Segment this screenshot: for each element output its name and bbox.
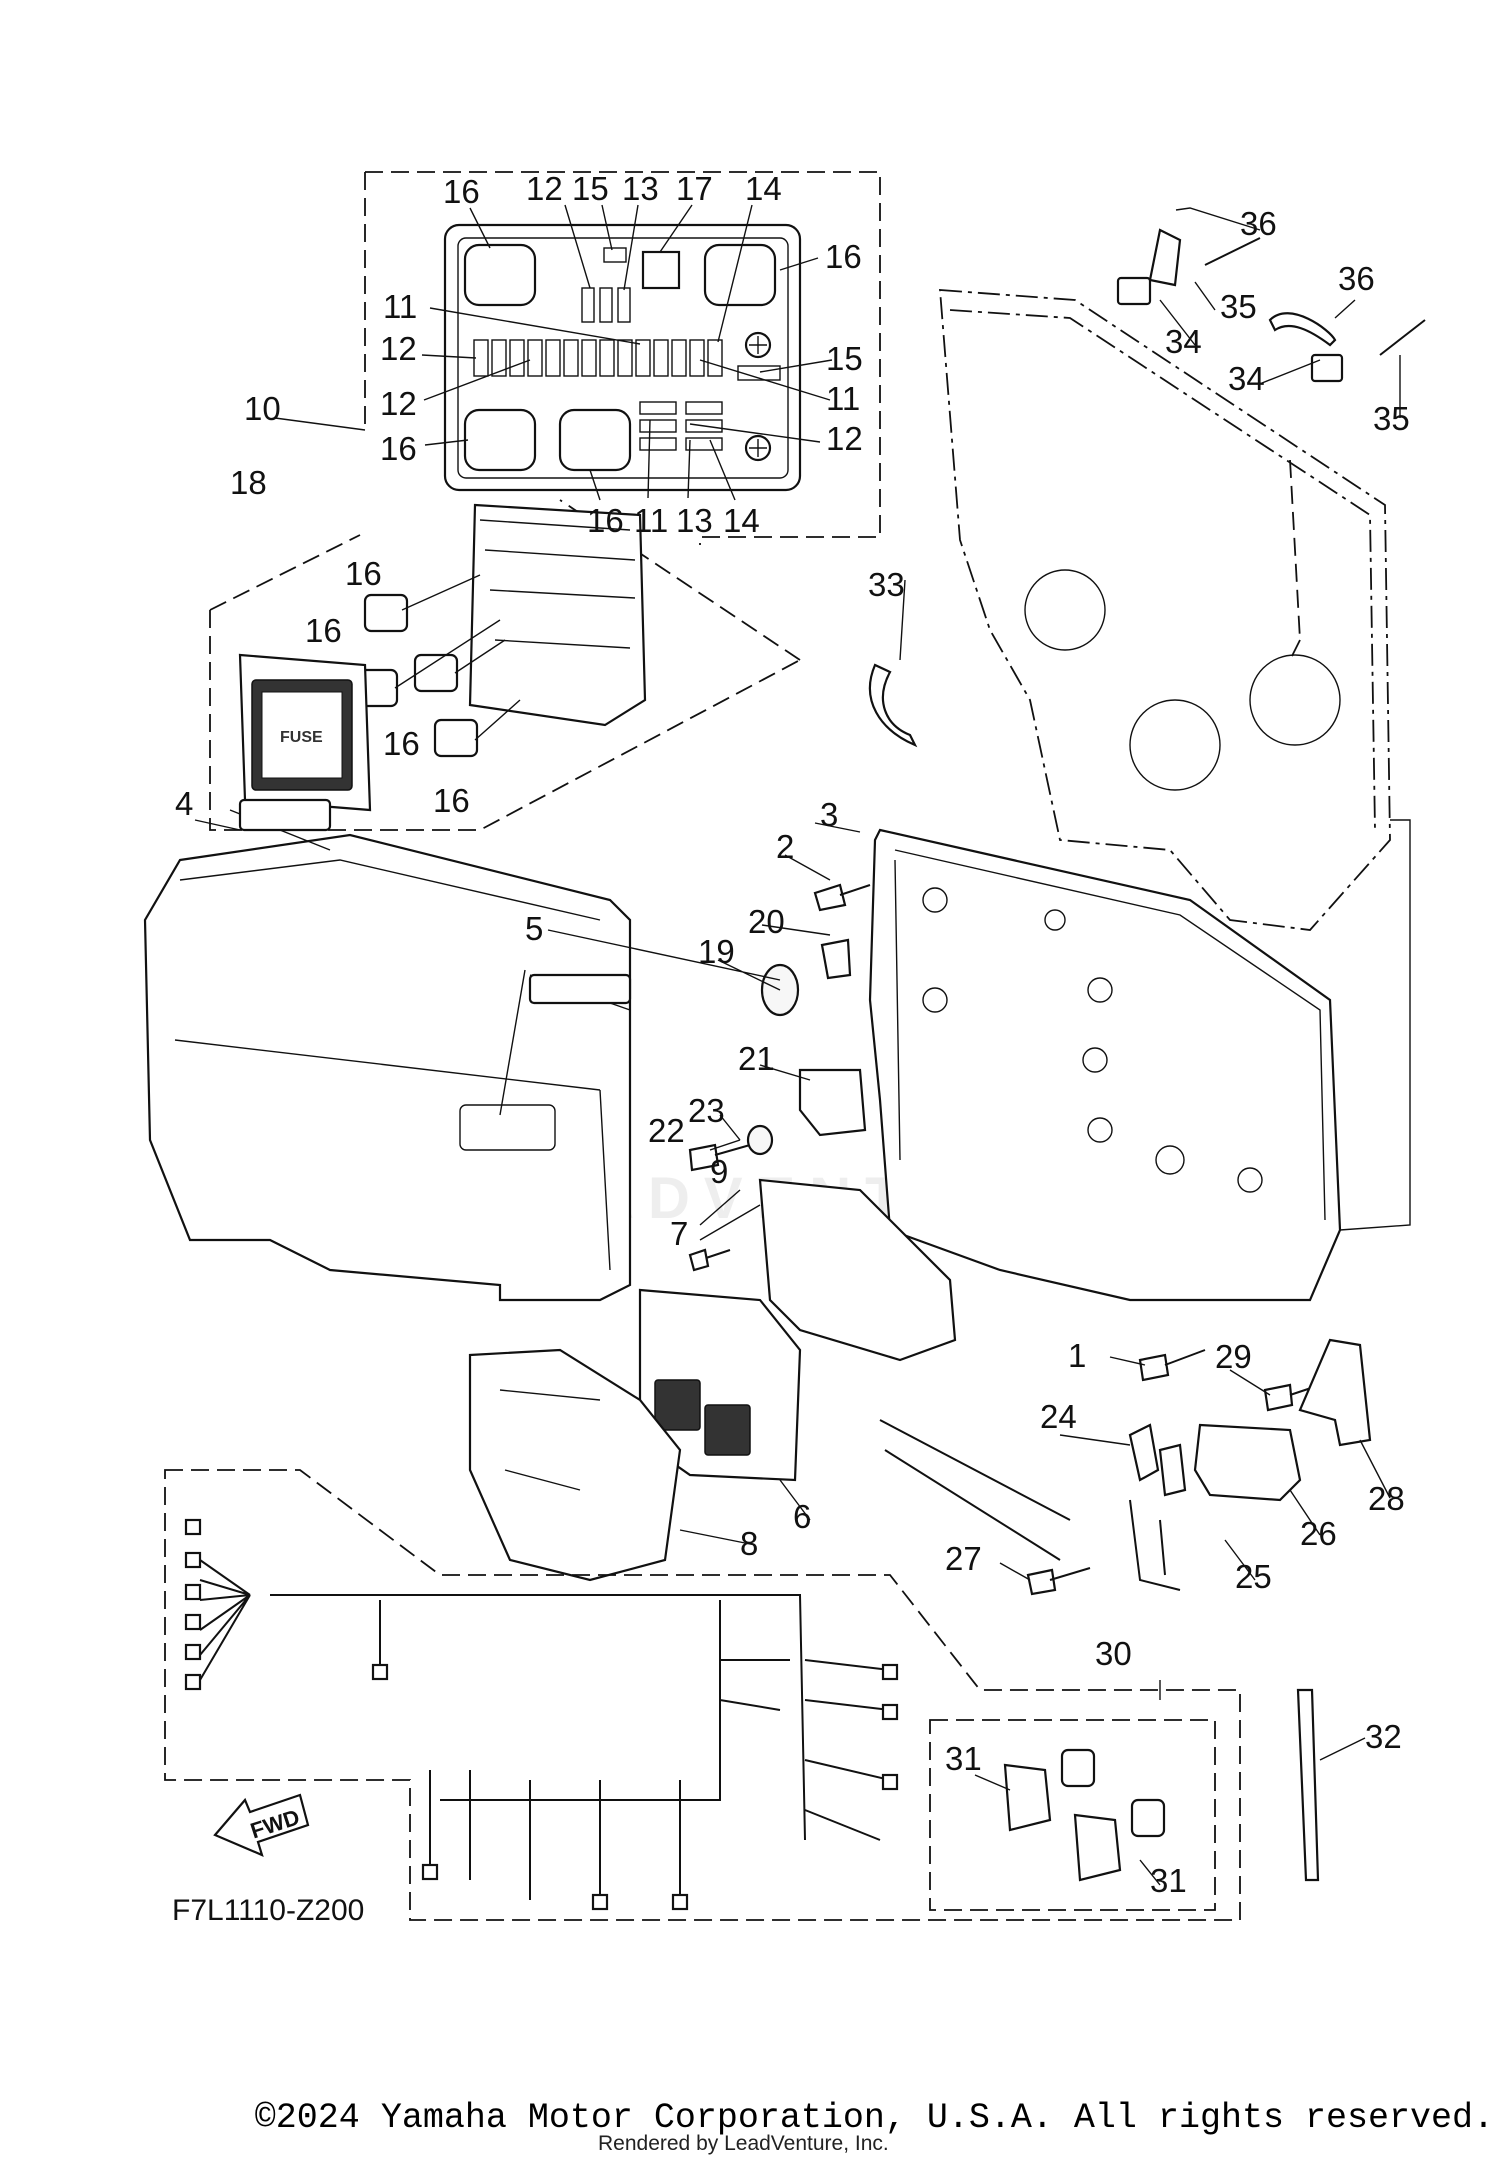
callout-label: 33 <box>868 566 905 603</box>
callout-label: 16 <box>305 612 342 649</box>
callout-label: 12 <box>526 170 563 207</box>
callout-label: 12 <box>380 385 417 422</box>
back-panel <box>939 289 1411 1231</box>
callout-label: 2 <box>776 828 794 865</box>
callout-label: 13 <box>676 502 713 539</box>
relay-16-bottom-left <box>463 408 537 472</box>
callout-label: 35 <box>1373 400 1410 437</box>
callout-label: 15 <box>572 170 609 207</box>
wire-harness <box>164 1469 1241 1921</box>
callout-label: 27 <box>945 1540 982 1577</box>
base-plate <box>868 828 1342 1302</box>
fuse-box-detail <box>274 171 881 545</box>
fwd-arrow: FWD <box>213 1793 310 1857</box>
callout-label: 12 <box>826 420 863 457</box>
callouts: 16 12 15 13 17 14 16 11 12 15 10 12 11 1… <box>175 170 1410 1899</box>
callout-label: 19 <box>698 933 735 970</box>
callout-label: 6 <box>793 1498 811 1535</box>
fuse-17 <box>641 250 681 290</box>
callout-label: 11 <box>826 380 860 417</box>
callout-label: 5 <box>525 910 543 947</box>
callout-label: 16 <box>380 430 417 467</box>
footer: ©2024 Yamaha Motor Corporation, U.S.A. A… <box>0 2098 1500 2158</box>
callout-label: 16 <box>443 173 480 210</box>
callout-label: 36 <box>1240 205 1277 242</box>
relay-16-bottom-mid <box>558 408 632 472</box>
callout-label: 20 <box>748 903 785 940</box>
callout-label: 16 <box>825 238 862 275</box>
callout-label: 9 <box>710 1153 728 1190</box>
copyright-text: ©2024 Yamaha Motor Corporation, U.S.A. A… <box>254 2098 1494 2138</box>
callout-label: 16 <box>345 555 382 592</box>
callout-label: 35 <box>1220 288 1257 325</box>
leader-lines <box>194 207 1401 1886</box>
cover-housing <box>143 798 632 1302</box>
rendered-by-text: Rendered by LeadVenture, Inc. <box>598 2132 889 2155</box>
callout-label: 14 <box>723 502 760 539</box>
callout-label: 3 <box>820 796 838 833</box>
callout-label: 30 <box>1095 1635 1132 1672</box>
callout-label: 17 <box>676 170 713 207</box>
callout-label: 11 <box>634 502 668 539</box>
callout-label: 15 <box>826 340 863 377</box>
callout-label: 22 <box>648 1112 685 1149</box>
callout-label: 16 <box>587 502 624 539</box>
cable-tie <box>1296 1688 1320 1882</box>
callout-label: 16 <box>383 725 420 762</box>
callout-label: 31 <box>945 1740 982 1777</box>
callout-label: 18 <box>230 464 267 501</box>
callout-label: 11 <box>383 288 417 325</box>
callout-label: 13 <box>622 170 659 207</box>
callout-label: 32 <box>1365 1718 1402 1755</box>
callout-label: 16 <box>433 782 470 819</box>
callout-label: 25 <box>1235 1558 1272 1595</box>
callout-label: 24 <box>1040 1398 1077 1435</box>
fuse-cover-label: FUSE <box>280 729 323 746</box>
diagram-code: F7L1110-Z200 <box>172 1894 364 1927</box>
callout-label: 10 <box>244 390 281 427</box>
callout-label: 36 <box>1338 260 1375 297</box>
callout-label: 4 <box>175 785 193 822</box>
relay-16-top-left <box>463 243 537 307</box>
callout-label: 28 <box>1368 1480 1405 1517</box>
fuse-box-assembly: FUSE <box>209 499 801 831</box>
sensor-kit <box>929 1719 1216 1911</box>
relay-16-top-right <box>703 243 777 307</box>
callout-label: 29 <box>1215 1338 1252 1375</box>
callout-label: 23 <box>688 1092 725 1129</box>
callout-label: 12 <box>380 330 417 367</box>
callout-label: 14 <box>745 170 782 207</box>
callout-label: 34 <box>1165 323 1202 360</box>
callout-label: 34 <box>1228 360 1265 397</box>
callout-label: 21 <box>738 1040 775 1077</box>
callout-label: 7 <box>670 1215 688 1252</box>
small-parts <box>468 228 1426 1596</box>
callout-label: 1 <box>1068 1337 1086 1374</box>
